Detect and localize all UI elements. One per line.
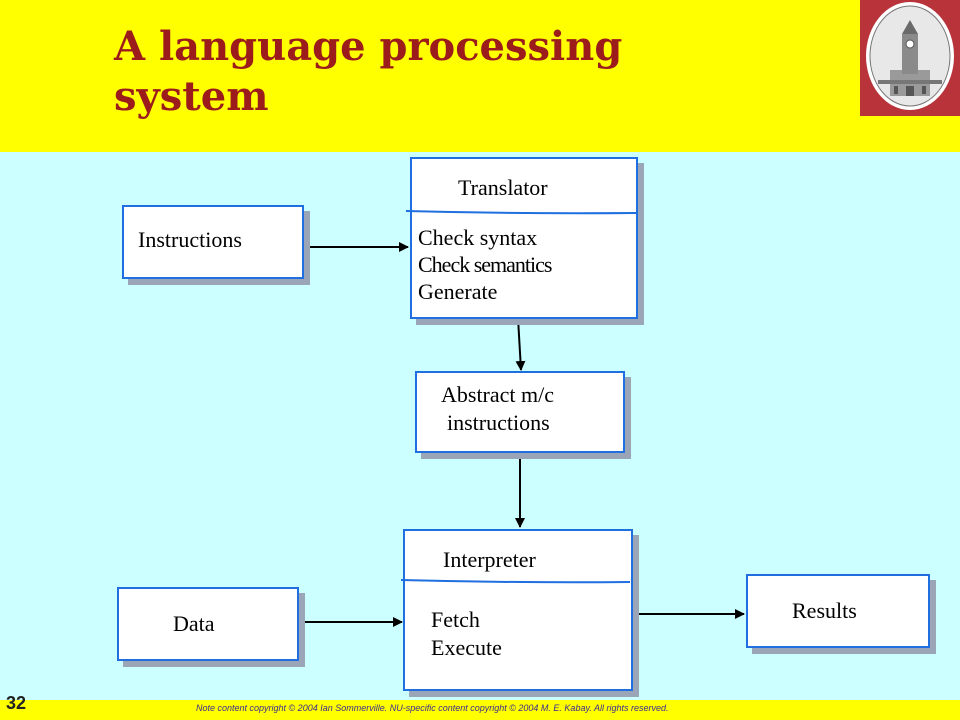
slide-footer (0, 700, 960, 720)
abstract-line-1: Abstract m/c (441, 382, 555, 407)
interpreter-step-execute: Execute (431, 635, 502, 660)
interpreter-box: Interpreter Fetch Execute (403, 529, 633, 691)
data-box: Data (117, 587, 299, 661)
abstract-instructions-box: Abstract m/c instructions (415, 371, 625, 453)
translator-step-generate: Generate (418, 279, 498, 304)
translator-box: Translator Check syntax Check semantics … (410, 157, 638, 319)
title-line-2: system (114, 73, 269, 120)
instructions-box: Instructions (122, 205, 304, 279)
abstract-line-2: instructions (447, 410, 550, 435)
arrow-translator-to-abstract (515, 317, 526, 371)
interpreter-step-fetch: Fetch (431, 607, 480, 632)
results-box: Results (746, 574, 930, 648)
results-label: Results (792, 598, 857, 623)
university-logo (860, 0, 960, 116)
page-number: 32 (6, 693, 27, 713)
title-line-1: A language processing (114, 23, 623, 70)
translator-heading: Translator (458, 175, 548, 200)
data-label: Data (173, 611, 215, 636)
translator-step-check-semantics: Check semantics (418, 252, 552, 277)
slide-title: A language processing system (114, 22, 622, 122)
slide-header: A language processing system (0, 0, 960, 152)
instructions-label: Instructions (138, 227, 242, 252)
interpreter-heading: Interpreter (443, 547, 536, 572)
copyright-notice: Note content copyright © 2004 Ian Sommer… (196, 703, 669, 713)
translator-step-check-syntax: Check syntax (418, 225, 538, 250)
